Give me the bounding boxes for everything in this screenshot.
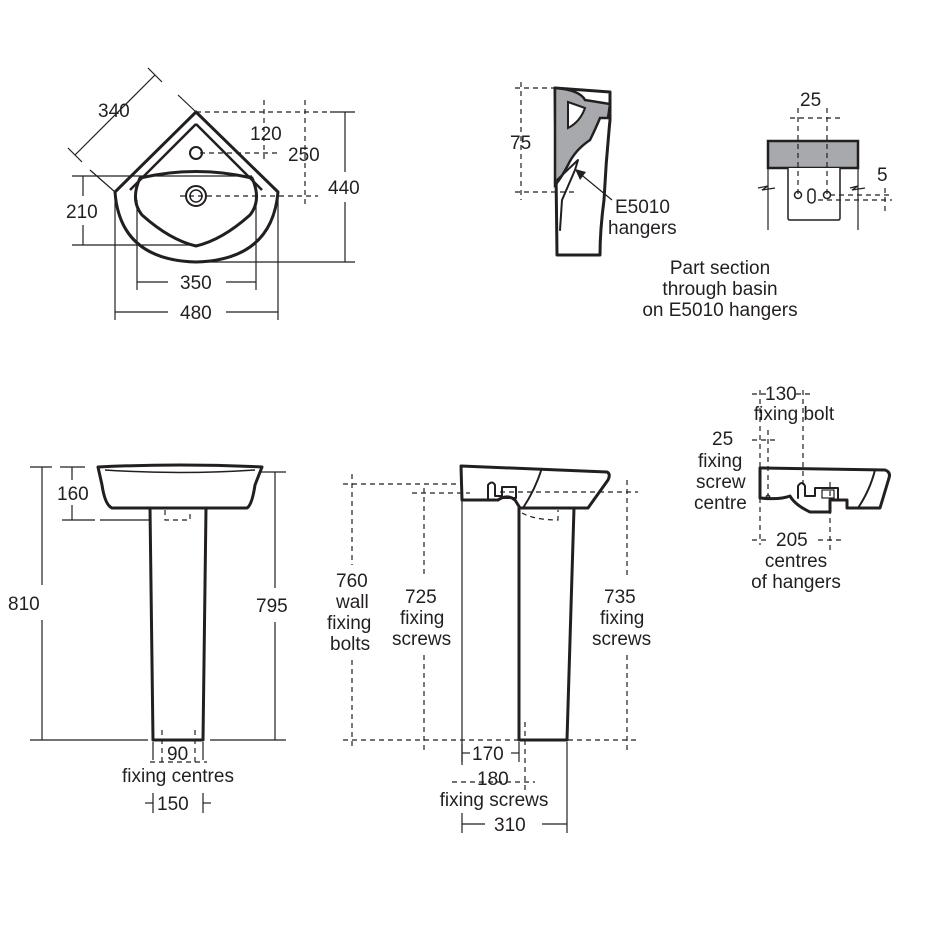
dim-waste-offset: 250 [288, 145, 320, 166]
dim-bracket-centres: 25 [800, 90, 821, 111]
arrow-icon [575, 169, 586, 180]
dim-rim-height: 795 [256, 596, 288, 617]
dim-tap-hole-offset: 120 [250, 124, 282, 145]
floor-screws-label: fixing screws [440, 790, 549, 811]
section-caption-2: through basin [662, 279, 777, 300]
hanger-section: 75 E5010 hangers 25 5 Part section throu… [510, 82, 892, 321]
dim-overall-projection: 310 [494, 815, 526, 836]
dim-fixing-bolt-value: 130 [765, 384, 797, 405]
dim-pedestal-width: 150 [157, 794, 189, 815]
dim-screw-centre-value: 25 [712, 429, 733, 450]
wall-bolts-line3: bolts [330, 634, 370, 655]
front-elevation: 160 810 795 90 fixing centres 150 [8, 463, 288, 815]
plan-view: 340 120 250 440 210 350 480 [66, 67, 360, 324]
fixing-screws-right-line2: screws [592, 629, 651, 650]
hanger-bracket [787, 168, 841, 221]
dim-fixing-screws-left-value: 725 [405, 587, 437, 608]
dim-overall-width: 480 [180, 303, 212, 324]
screw-centre-line2: screw [696, 472, 746, 493]
dim-fixing-screws-right-value: 735 [604, 587, 636, 608]
dim-hanger-centres-value: 205 [776, 530, 808, 551]
wall-bolts-line2: fixing [327, 613, 371, 634]
hanger-label-1: E5010 [615, 197, 670, 218]
bowl-outline [134, 170, 258, 248]
dim-slot-offset: 5 [877, 165, 888, 186]
pedestal-front [148, 506, 208, 742]
fixing-centres-label: fixing centres [122, 766, 234, 787]
dim-bowl-depth: 210 [66, 202, 98, 223]
pedestal-side [517, 506, 576, 742]
dim-wall-bolts-value: 760 [336, 571, 368, 592]
screw-centre-line3: centre [694, 493, 747, 514]
fixing-screws-left-line1: fixing [400, 608, 444, 629]
dim-floor-screws-value: 180 [477, 769, 509, 790]
side-elevation: 760 wall fixing bolts 725 fixing screws … [327, 464, 651, 836]
dim-hanger-height: 75 [510, 133, 531, 154]
dim-diagonal-width: 340 [98, 101, 130, 122]
dim-bowl-width: 350 [180, 273, 212, 294]
screw-centre-line1: fixing [698, 451, 742, 472]
wall-hung-side: 130 fixing bolt 25 fixing screw centre 2… [694, 384, 891, 593]
basin-front [96, 463, 264, 510]
hanger-centres-line2: of hangers [751, 572, 841, 593]
wall-bolts-line1: wall [335, 592, 369, 613]
dim-basin-depth: 160 [57, 484, 89, 505]
section-caption-1: Part section [670, 258, 770, 279]
wall-section-block [766, 139, 860, 170]
section-caption-3: on E5010 hangers [642, 300, 797, 321]
hanger-label-2: hangers [608, 218, 677, 239]
fixing-bolt-label: fixing bolt [754, 404, 835, 425]
fixing-screws-right-line1: fixing [600, 608, 644, 629]
waste-outlet-icon [185, 185, 207, 207]
fixing-screws-left-line2: screws [392, 629, 451, 650]
dim-pedestal-offset: 170 [472, 744, 504, 765]
dim-overall-depth: 440 [328, 178, 360, 199]
hanger-centres-line1: centres [765, 551, 827, 572]
dim-overall-height: 810 [8, 594, 40, 615]
dim-fixing-centres-value: 90 [167, 744, 188, 765]
